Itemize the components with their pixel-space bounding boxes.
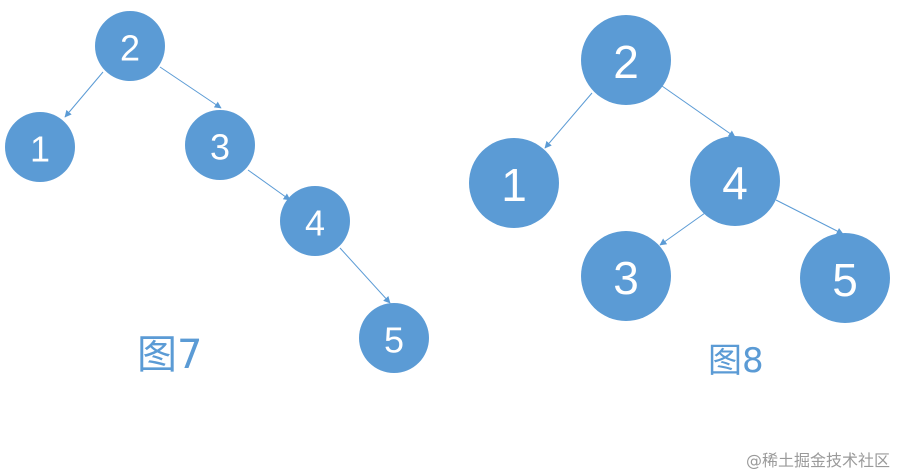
node-label: 4 (305, 203, 325, 244)
node-label: 2 (120, 28, 140, 69)
edge-4-5 (339, 247, 391, 304)
edge-2-1 (544, 92, 593, 149)
node-label: 1 (501, 159, 527, 211)
figure-8: 2 1 4 3 5 图8 (469, 15, 890, 381)
edge-2-1 (64, 71, 104, 118)
tree-node: 3 (581, 231, 671, 321)
node-label: 4 (722, 157, 748, 209)
tree-node: 2 (95, 11, 165, 81)
figure-8-caption: 图8 (708, 341, 764, 381)
edge-2-3 (159, 66, 222, 109)
tree-node: 4 (690, 136, 780, 226)
node-label: 2 (613, 36, 639, 88)
edge-4-5 (775, 199, 844, 235)
watermark: @稀土掘金技术社区 (746, 451, 890, 470)
tree-node: 1 (5, 112, 75, 182)
node-label: 3 (613, 252, 639, 304)
edge-2-4 (661, 85, 736, 138)
node-label: 5 (832, 254, 858, 306)
edge-4-3 (659, 212, 706, 246)
figure-7-caption: 图7 (137, 332, 202, 378)
node-label: 3 (210, 127, 230, 168)
figure-7: 2 1 3 4 5 图7 (5, 11, 429, 378)
tree-node: 3 (185, 110, 255, 180)
tree-node: 4 (280, 186, 350, 256)
tree-node: 2 (581, 15, 671, 105)
tree-node: 5 (800, 233, 890, 323)
tree-node: 1 (469, 138, 559, 228)
node-label: 5 (384, 320, 404, 361)
edge-3-4 (247, 169, 291, 201)
node-label: 1 (30, 129, 50, 170)
tree-node: 5 (359, 303, 429, 373)
